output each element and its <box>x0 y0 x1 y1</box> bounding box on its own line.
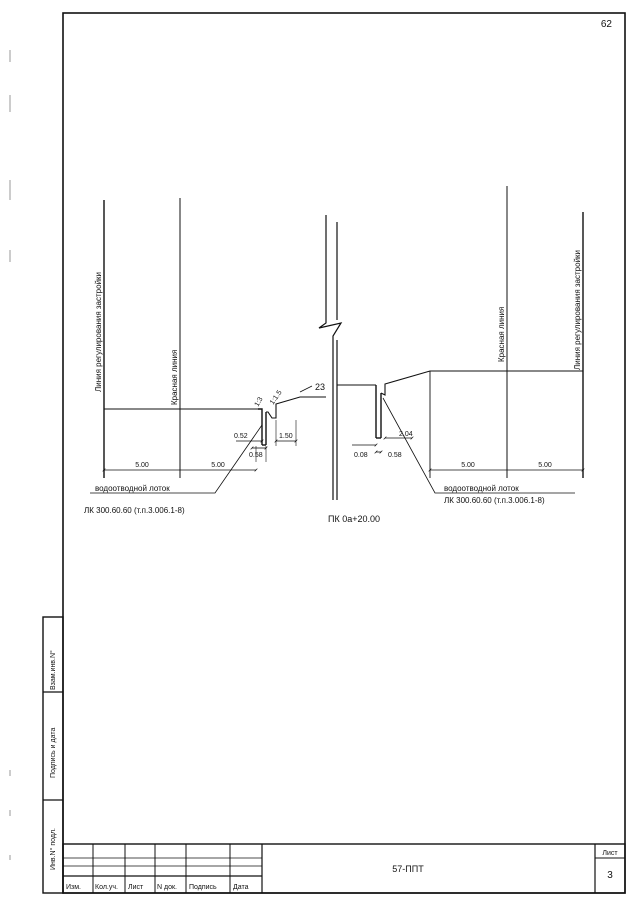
right-dim-5b: 5.00 <box>538 462 552 469</box>
left-channel-title: водоотводной лоток <box>95 484 170 493</box>
tb-col-list: Лист <box>128 884 144 891</box>
stamp-sign-date: Подпись и дата <box>50 728 57 778</box>
left-building-line: Линия регулирования застройки <box>94 272 103 392</box>
title-block <box>62 843 626 894</box>
side-stamp: Взам.инв.N° Подпись и дата Инв.N° подл. <box>42 616 64 894</box>
tb-sheet-label: Лист <box>602 850 618 857</box>
left-dim-058: 0.58 <box>249 452 263 459</box>
left-slope-a: 1:3 <box>254 396 265 408</box>
right-channel-title: водоотводной лоток <box>444 484 519 493</box>
left-red-line: Красная линия <box>170 350 179 405</box>
right-dim-008: 0.08 <box>354 452 368 459</box>
right-red-line: Красная линия <box>497 307 506 362</box>
page-number: 62 <box>601 19 613 30</box>
tb-col-izm: Изм. <box>66 884 81 891</box>
right-dim-058: 0.58 <box>388 452 402 459</box>
tb-doc-code: 57-ППТ <box>392 864 424 874</box>
center-mark-arrow <box>299 385 313 393</box>
left-profile <box>90 198 326 494</box>
tb-col-podp: Подпись <box>189 884 217 891</box>
left-dim-052: 0.52 <box>234 433 248 440</box>
left-slope-b: 1:1.5 <box>269 389 284 406</box>
tb-col-ndok: N док. <box>157 884 177 891</box>
tb-sheet-no: 3 <box>607 870 613 881</box>
section-label: ПК 0а+20.00 <box>328 514 380 524</box>
tb-col-data: Дата <box>233 884 249 891</box>
stamp-inv-ref: Взам.инв.N° <box>49 650 57 690</box>
left-dim-150: 1.50 <box>279 433 293 440</box>
sheet-frame <box>62 12 626 894</box>
center-mark: 23 <box>315 382 325 392</box>
left-dim-5b: 5.00 <box>211 462 225 469</box>
right-dim-5a: 5.00 <box>461 462 475 469</box>
left-channel-spec: ЛК 300.60.60 (т.п.3.006.1-8) <box>84 506 185 515</box>
right-building-line: Линия регулирования застройки <box>573 250 582 370</box>
stamp-inv-orig: Инв.N° подл. <box>49 828 57 870</box>
right-channel-spec: ЛК 300.60.60 (т.п.3.006.1-8) <box>444 496 545 505</box>
tb-col-kol: Кол.уч. <box>95 884 118 891</box>
left-dim-5a: 5.00 <box>135 462 149 469</box>
right-dim-204: 2.04 <box>399 431 413 438</box>
right-profile <box>337 186 585 494</box>
center-axis <box>318 215 343 500</box>
